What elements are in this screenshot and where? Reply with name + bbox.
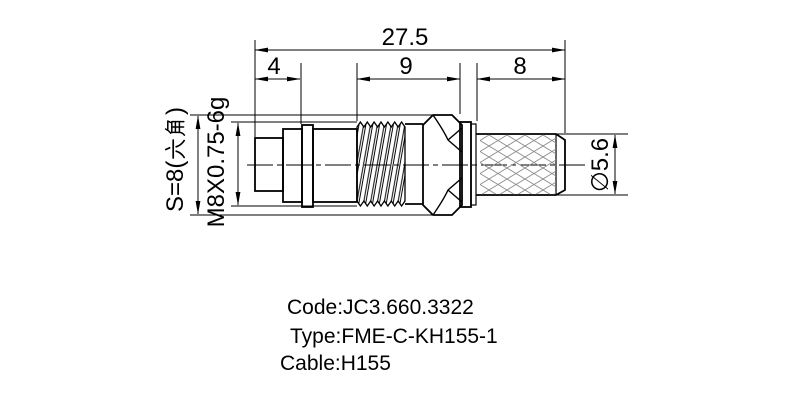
part-cable-line: Cable:H155 [280,352,391,375]
extension-lines [190,40,628,216]
svg-text:∅5.6: ∅5.6 [587,138,614,192]
dim-label-rear: 8 [513,53,526,80]
knurl-pattern [480,134,556,195]
hex-nut [422,114,463,216]
connector-body [254,114,566,216]
hex-flats-label: S=8( ) [162,107,189,212]
thread-section [356,120,406,208]
knurl-body [476,133,566,196]
dim-label-overall: 27.5 [382,24,429,51]
part-info-block: Code:JC3.660.3322 Type:FME-C-KH155-1 Cab… [280,296,498,375]
cjk-glyph-liu-icon [164,139,186,159]
hex-flats-prefix: S=8( [162,161,189,212]
dimension-lines [195,47,618,215]
dim-label-front: 4 [267,53,280,80]
thread-spec-label: M8X0.75-6g [203,97,230,228]
svg-text:M8X0.75-6g: M8X0.75-6g [203,97,230,228]
washer [470,123,477,206]
cjk-glyph-jiao-icon [164,120,186,136]
cable-od-label: ∅5.6 [587,138,614,192]
hex-chamfer-curves [432,114,463,216]
part-code-line: Code:JC3.660.3322 [287,296,474,319]
hex-flats-suffix: ) [162,107,189,115]
part-type-line: Type:FME-C-KH155-1 [290,325,498,348]
dim-label-mid: 9 [399,53,412,80]
